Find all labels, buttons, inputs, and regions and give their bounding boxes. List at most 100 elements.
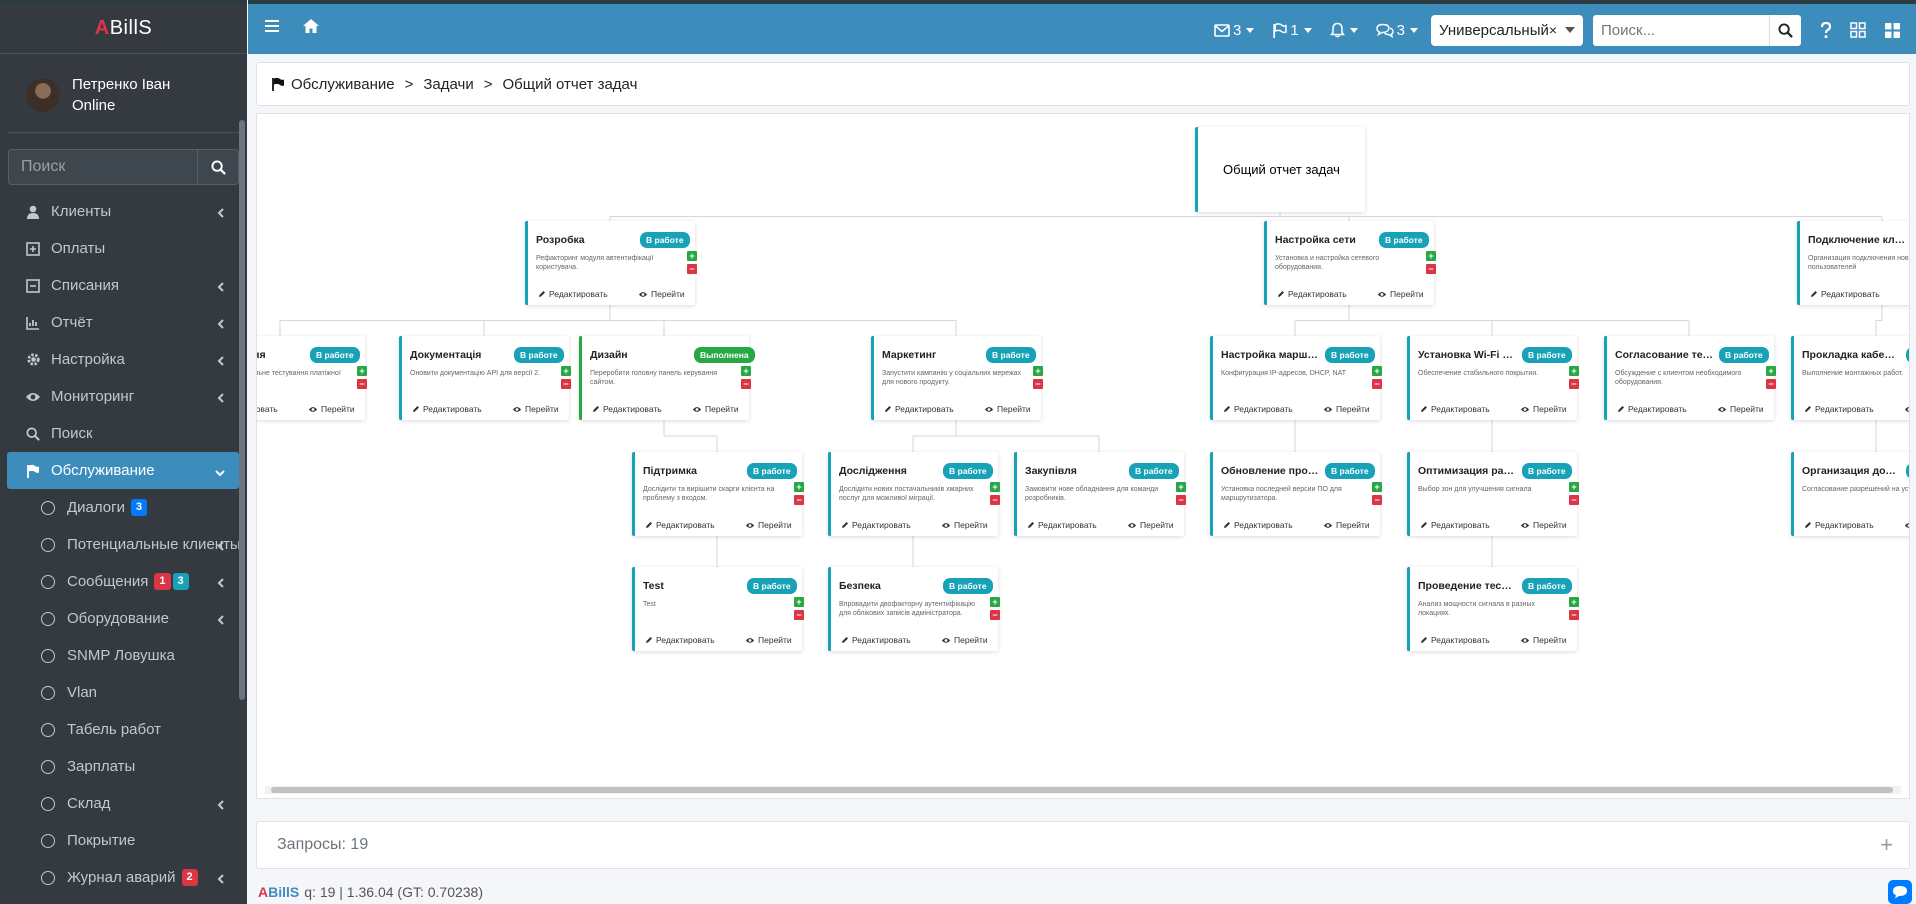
- open-task-link[interactable]: Перейти: [1520, 404, 1567, 414]
- sidebar-item-report[interactable]: Отчёт: [7, 304, 239, 341]
- task-node[interactable]: Настройка маршрут...В работеКонфигурация…: [1210, 336, 1382, 420]
- task-title[interactable]: Тестування: [257, 349, 266, 361]
- sidebar-scrollbar[interactable]: [239, 120, 245, 700]
- org-chart-root-node[interactable]: Общий отчет задач: [1195, 127, 1365, 212]
- task-title[interactable]: Дослідження: [839, 465, 907, 477]
- open-task-link[interactable]: Перейти: [941, 635, 988, 645]
- open-task-link[interactable]: Перейти: [1520, 635, 1567, 645]
- add-subtask-button[interactable]: +: [1176, 482, 1186, 492]
- task-title[interactable]: Документація: [410, 349, 482, 361]
- edit-task-link[interactable]: Редактировать: [645, 635, 715, 645]
- edit-task-link[interactable]: Редактировать: [841, 635, 911, 645]
- remove-task-button[interactable]: −: [1033, 379, 1043, 389]
- add-subtask-button[interactable]: +: [357, 366, 367, 376]
- sidebar-subitem-equipment[interactable]: Оборудование: [7, 600, 239, 637]
- sidebar-subitem-dialogs[interactable]: Диалоги 3: [7, 489, 239, 526]
- sidebar-item-maintenance[interactable]: Обслуживание: [7, 452, 239, 489]
- sidebar-item-payments[interactable]: Оплаты: [7, 230, 239, 267]
- open-task-link[interactable]: Перейти: [638, 289, 685, 299]
- sidebar-item-writeoffs[interactable]: Списания: [7, 267, 239, 304]
- task-title[interactable]: Оптимизация распо...: [1418, 465, 1516, 477]
- breadcrumb-item-maintenance[interactable]: Обслуживание: [291, 75, 395, 93]
- sidebar-subitem-warehouse[interactable]: Склад: [7, 785, 239, 822]
- add-subtask-button[interactable]: +: [687, 251, 697, 261]
- expand-panel-button[interactable]: +: [1880, 832, 1893, 857]
- add-subtask-button[interactable]: +: [794, 597, 804, 607]
- open-task-link[interactable]: Перейти: [984, 404, 1031, 414]
- chart-horizontal-scrollbar[interactable]: [265, 786, 1901, 794]
- chevron-down-icon[interactable]: [1565, 27, 1576, 33]
- remove-task-button[interactable]: −: [794, 610, 804, 620]
- quick-menu-button[interactable]: [1850, 22, 1866, 38]
- remove-task-button[interactable]: −: [1372, 495, 1382, 505]
- task-node[interactable]: Согласование техни...В работеОбсуждение …: [1604, 336, 1776, 420]
- edit-task-link[interactable]: Редактировать: [592, 404, 662, 414]
- task-node[interactable]: Организация доступ...В работеСогласовани…: [1791, 452, 1909, 536]
- open-task-link[interactable]: Перейти: [1717, 404, 1764, 414]
- edit-task-link[interactable]: Редактировать: [1277, 289, 1347, 299]
- edit-task-link[interactable]: Редактировать: [1420, 520, 1490, 530]
- task-title[interactable]: Установка Wi-Fi точ...: [1418, 349, 1516, 361]
- edit-task-link[interactable]: Редактировать: [412, 404, 482, 414]
- mail-dropdown[interactable]: 3: [1214, 22, 1255, 39]
- remove-task-button[interactable]: −: [990, 610, 1000, 620]
- add-subtask-button[interactable]: +: [1372, 482, 1382, 492]
- open-task-link[interactable]: Перейти: [1520, 520, 1567, 530]
- remove-task-button[interactable]: −: [741, 379, 751, 389]
- add-subtask-button[interactable]: +: [794, 482, 804, 492]
- task-title[interactable]: Обновление прошивки: [1221, 465, 1319, 477]
- add-subtask-button[interactable]: +: [1569, 482, 1579, 492]
- open-task-link[interactable]: Перейти: [1904, 520, 1909, 530]
- chat-widget-button[interactable]: [1888, 880, 1912, 904]
- remove-task-button[interactable]: −: [1766, 379, 1776, 389]
- edit-task-link[interactable]: Редактировать: [1420, 404, 1490, 414]
- task-title[interactable]: Розробка: [536, 234, 585, 246]
- edit-task-link[interactable]: Редактировать: [884, 404, 954, 414]
- add-subtask-button[interactable]: +: [1569, 597, 1579, 607]
- add-subtask-button[interactable]: +: [1372, 366, 1382, 376]
- edit-task-link[interactable]: Редактировать: [645, 520, 715, 530]
- remove-task-button[interactable]: −: [1176, 495, 1186, 505]
- remove-task-button[interactable]: −: [1569, 610, 1579, 620]
- task-title[interactable]: Настройка маршрут...: [1221, 349, 1319, 361]
- task-node[interactable]: Установка Wi-Fi точ...В работеОбеспечени…: [1407, 336, 1579, 420]
- sidebar-subitem-timesheet[interactable]: Табель работ: [7, 711, 239, 748]
- task-title[interactable]: Закупівля: [1025, 465, 1077, 477]
- edit-task-link[interactable]: Редактировать: [1810, 289, 1880, 299]
- edit-task-link[interactable]: Редактировать: [538, 289, 608, 299]
- add-subtask-button[interactable]: +: [1033, 366, 1043, 376]
- remove-task-button[interactable]: −: [357, 379, 367, 389]
- open-task-link[interactable]: Перейти: [1127, 520, 1174, 530]
- edit-task-link[interactable]: Редактировать: [1617, 404, 1687, 414]
- remove-task-button[interactable]: −: [1426, 264, 1436, 274]
- task-node[interactable]: ТестуванняВ работеВиконати модульне тест…: [257, 336, 367, 420]
- task-node[interactable]: Подключение клиен...В работеОрганизация …: [1797, 221, 1909, 305]
- sidebar-search-input[interactable]: [8, 149, 197, 185]
- remove-task-button[interactable]: −: [990, 495, 1000, 505]
- edit-task-link[interactable]: Редактировать: [1223, 404, 1293, 414]
- top-search-button[interactable]: [1769, 14, 1801, 46]
- sidebar-subitem-leads[interactable]: Потенциальные клиенты: [7, 526, 241, 563]
- sidebar-subitem-coverage[interactable]: Покрытие: [7, 822, 239, 859]
- task-title[interactable]: Проведение тестов ...: [1418, 580, 1516, 592]
- sidebar-item-settings[interactable]: Настройка: [7, 341, 239, 378]
- clear-selection-icon[interactable]: ×: [1548, 22, 1558, 38]
- edit-task-link[interactable]: Редактировать: [1804, 520, 1874, 530]
- task-title[interactable]: Согласование техни...: [1615, 349, 1713, 361]
- remove-task-button[interactable]: −: [1372, 379, 1382, 389]
- home-button[interactable]: [302, 18, 320, 37]
- notifications-dropdown[interactable]: [1329, 22, 1358, 38]
